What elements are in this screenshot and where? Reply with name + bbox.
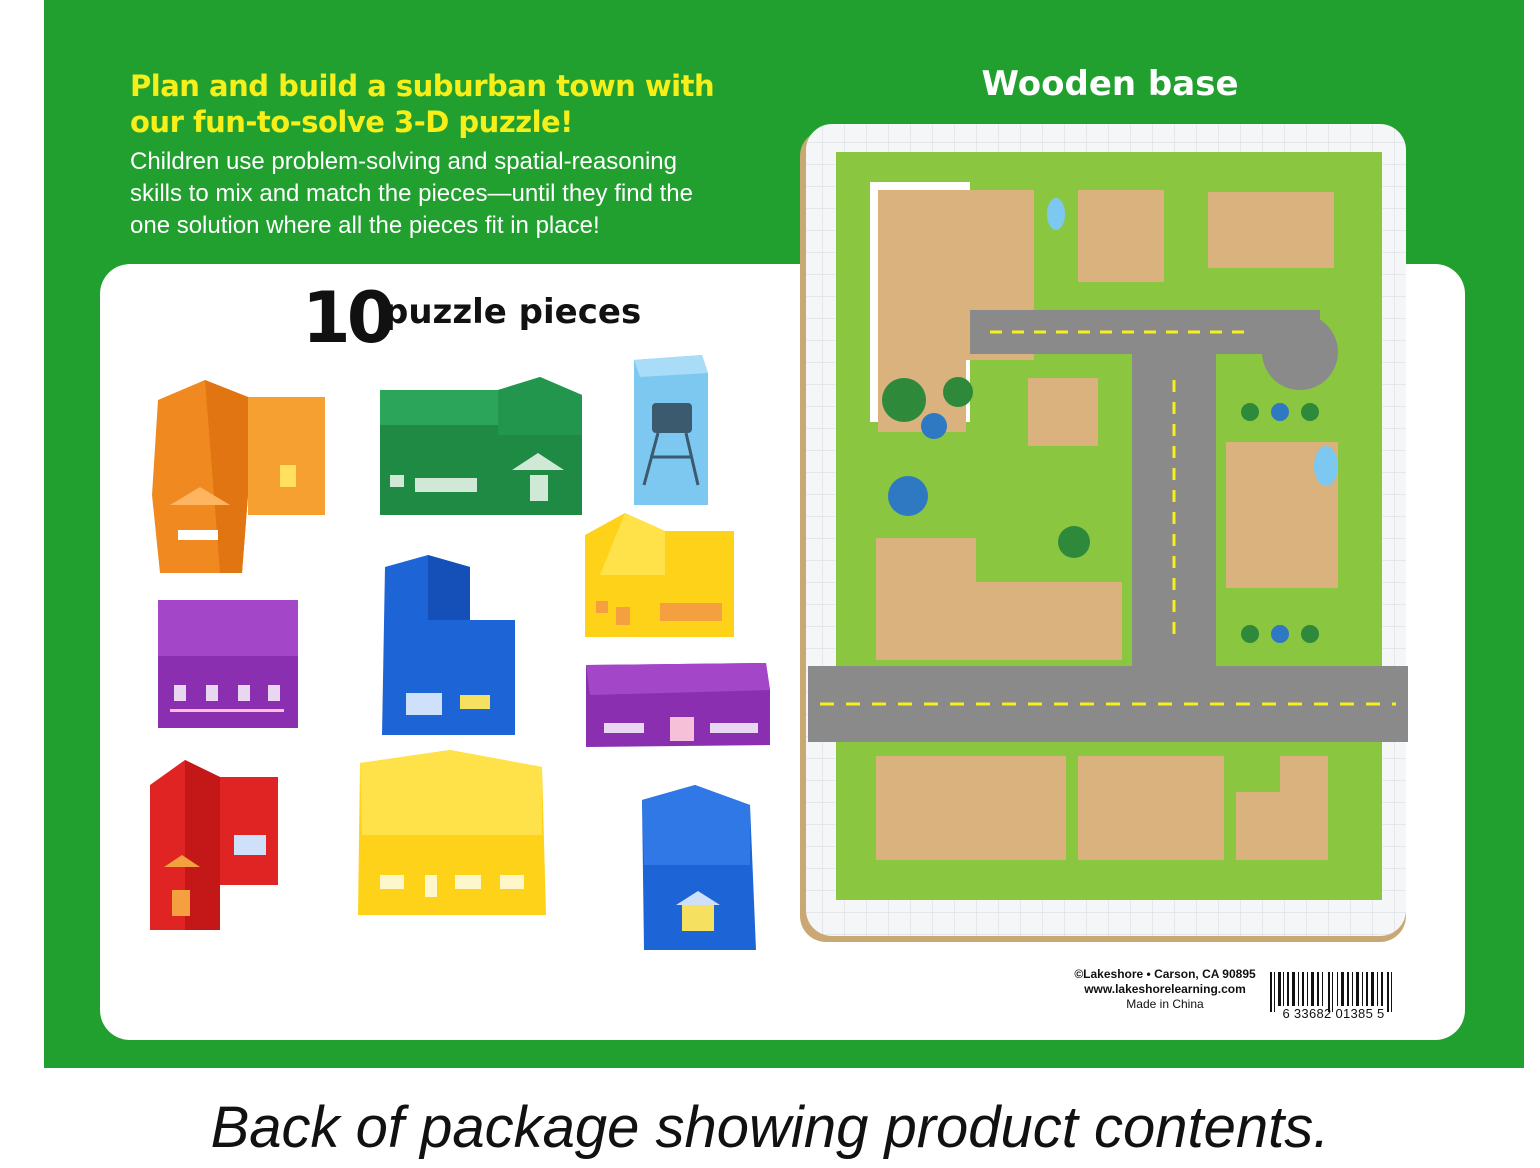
wooden-base-title: Wooden base	[981, 64, 1239, 104]
barcode-right-digit: 5	[1377, 1006, 1385, 1021]
piece-purple-house	[158, 600, 298, 728]
description-line-3: one solution where all the pieces fit in…	[130, 212, 600, 239]
piece-yellow-house-large	[358, 750, 546, 915]
piece-yellow-house-small	[585, 513, 734, 637]
barcode-number: 6 33682 01385 5	[1256, 1006, 1411, 1021]
image-caption: Back of package showing product contents…	[210, 1095, 1330, 1160]
piece-red-house	[150, 760, 278, 930]
headline-line-1: Plan and build a suburban town with	[130, 69, 715, 103]
product-description: Children use problem-solving and spatial…	[130, 146, 770, 242]
wooden-base-board	[800, 124, 1408, 942]
manufacturer-info: ©Lakeshore • Carson, CA 90895 www.lakesh…	[1060, 967, 1270, 1012]
country-of-origin: Made in China	[1126, 997, 1204, 1011]
barcode	[1270, 972, 1392, 1012]
manufacturer-address: ©Lakeshore • Carson, CA 90895	[1074, 967, 1256, 981]
barcode-left-digit: 6	[1282, 1006, 1290, 1021]
headline-line-2: our fun-to-solve 3-D puzzle!	[130, 105, 573, 139]
piece-purple-long-house	[586, 663, 770, 747]
piece-blue-house-small	[642, 785, 756, 950]
piece-blue-house-l	[382, 555, 515, 735]
piece-green-house	[380, 377, 582, 515]
puzzle-pieces-illustration	[150, 355, 770, 950]
pieces-count: 10	[302, 277, 395, 359]
piece-water-tower	[634, 355, 708, 505]
barcode-digits: 33682 01385	[1293, 1006, 1374, 1021]
piece-orange-house	[152, 380, 325, 573]
description-line-2: skills to mix and match the pieces—until…	[130, 180, 693, 207]
headline: Plan and build a suburban town with our …	[130, 68, 770, 140]
pieces-label: puzzle pieces	[384, 292, 642, 332]
manufacturer-website: www.lakeshorelearning.com	[1084, 982, 1246, 996]
description-line-1: Children use problem-solving and spatial…	[130, 148, 677, 175]
